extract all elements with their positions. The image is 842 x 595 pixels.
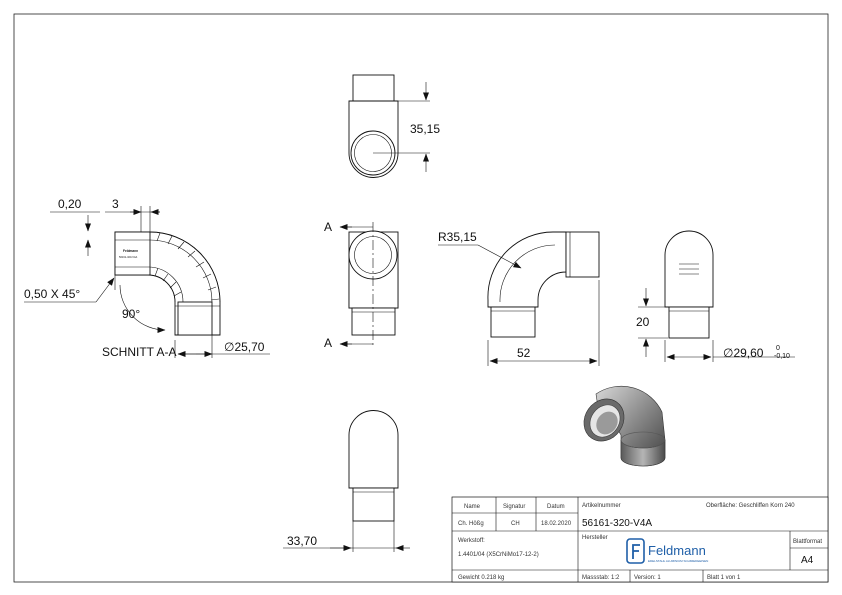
engraving-brand: Feldmann xyxy=(123,249,138,253)
surface-value: Oberfläche: Geschliffen Korn 240 xyxy=(706,503,795,509)
logo-subtext: EDELSTAHL ALUMINIUM SCHMIEDEEISEN xyxy=(648,559,708,563)
dimension-20: 20 xyxy=(636,315,650,329)
sheet-format-label: Blattformat xyxy=(793,539,822,545)
right-view: 20 ∅29,60 0 -0,10 xyxy=(636,230,795,362)
bottom-view: 33,70 xyxy=(283,410,410,552)
feldmann-logo: Feldmann EDELSTAHL ALUMINIUM SCHMIEDEEIS… xyxy=(626,538,708,564)
material-value: 1.4401/04 (X5CrNiMo17-12-2) xyxy=(458,552,539,558)
dimension-dia-25-70: ∅25,70 xyxy=(224,340,265,354)
drawer-signature: CH xyxy=(511,521,520,527)
drawing-date: 18.02.2020 xyxy=(541,521,572,527)
side-view: R35,15 52 xyxy=(438,230,600,366)
sheet-count: Blatt 1 von 1 xyxy=(707,575,741,581)
front-view: A A xyxy=(324,220,399,350)
dimension-0-20: 0,20 xyxy=(58,197,82,211)
section-view: Feldmann 56161-320-V4A 0,20 3 0,50 X 45°… xyxy=(24,197,270,359)
title-block: Name Signatur Datum Ch. Hößg CH 18.02.20… xyxy=(451,496,829,583)
section-marker-bottom: A xyxy=(324,336,332,350)
weight-value: Gewicht 0.218 kg xyxy=(458,575,504,581)
dimension-52: 52 xyxy=(517,346,531,360)
dimension-90-deg: 90° xyxy=(122,307,140,321)
dimension-dia-29-60: ∅29,60 xyxy=(723,346,764,360)
header-signature: Signatur xyxy=(503,504,525,510)
tolerance-lower: -0,10 xyxy=(774,353,790,360)
drawing-frame xyxy=(13,13,829,583)
dimension-33-70: 33,70 xyxy=(287,534,317,548)
logo-text: Feldmann xyxy=(648,543,706,558)
manufacturer-label: Hersteller xyxy=(582,535,608,541)
dimension-3: 3 xyxy=(112,197,119,211)
dimension-35-15: 35,15 xyxy=(410,122,440,136)
drawer-name: Ch. Hößg xyxy=(458,521,484,527)
dimension-chamfer: 0,50 X 45° xyxy=(24,287,80,301)
top-view: 35,15 xyxy=(348,74,440,178)
version-value: Version: 1 xyxy=(634,575,661,581)
dimension-radius: R35,15 xyxy=(438,230,477,244)
header-date: Datum xyxy=(547,504,565,510)
article-label: Artikelnummer xyxy=(582,503,621,509)
material-label: Werkstoff: xyxy=(458,538,485,544)
engraving-article: 56161-320-V4A xyxy=(119,255,137,259)
section-label: SCHNITT A-A xyxy=(102,345,176,359)
scale-value: Massstab: 1:2 xyxy=(582,575,620,581)
sheet-format-value: A4 xyxy=(801,555,814,566)
header-name: Name xyxy=(464,504,481,510)
section-marker-top: A xyxy=(324,220,332,234)
tolerance-upper: 0 xyxy=(776,345,780,352)
article-number: 56161-320-V4A xyxy=(582,518,652,529)
isometric-render xyxy=(583,385,666,467)
